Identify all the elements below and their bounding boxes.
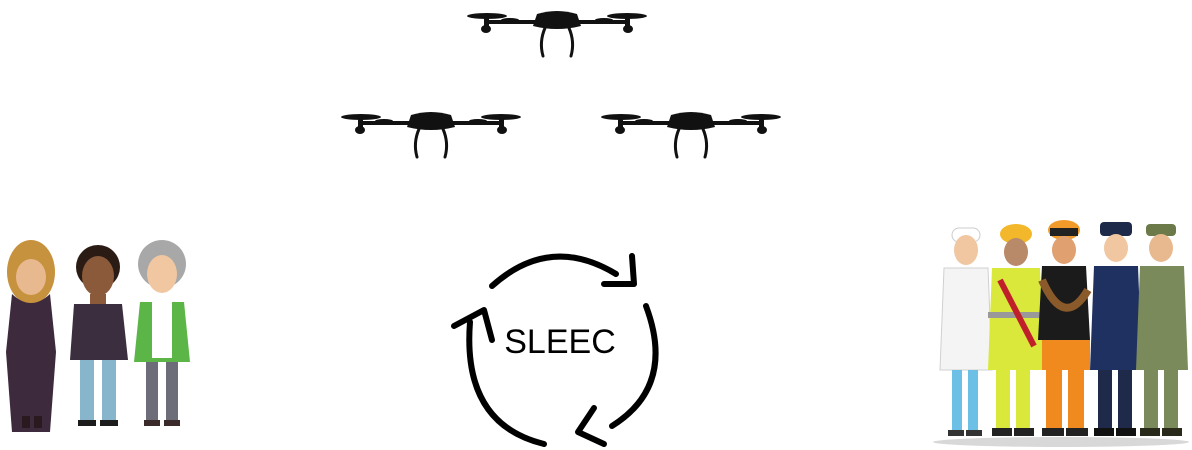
drone-icon <box>465 6 649 58</box>
emergency-responders-icon <box>930 220 1192 448</box>
cycle-arrows-icon <box>440 236 670 450</box>
cycle-label: SLEEC <box>504 323 616 361</box>
drone-icon <box>599 107 783 159</box>
people-group-icon <box>0 232 200 432</box>
drone-icon <box>339 107 523 159</box>
